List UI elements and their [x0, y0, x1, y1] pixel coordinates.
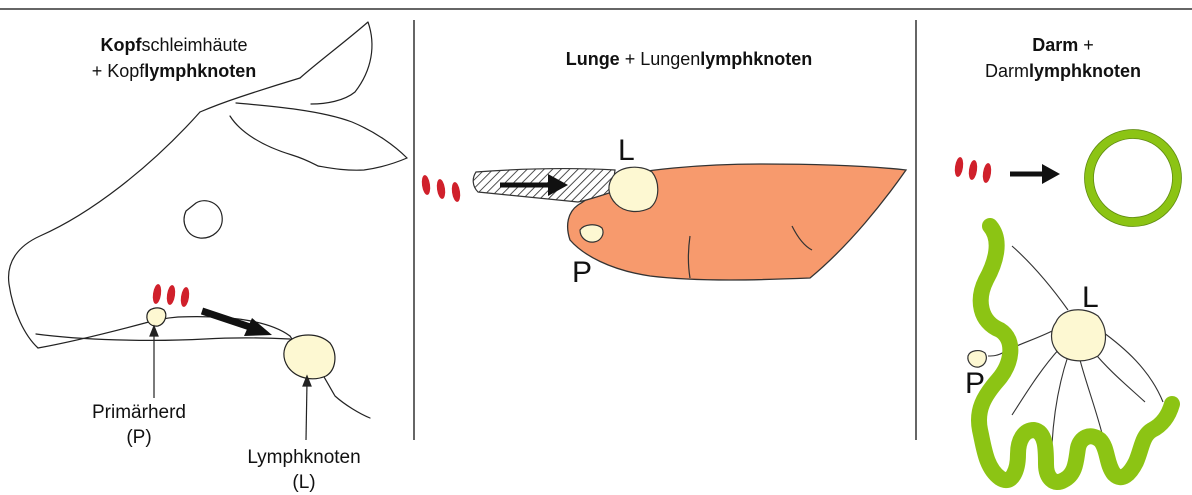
bacteria-gut — [954, 157, 993, 184]
gut-primary-focus — [968, 351, 986, 368]
lung-title: Lunge + Lungenlymphknoten — [566, 49, 813, 69]
panel-gut: Darm + Darmlymphknoten — [954, 35, 1182, 482]
panel-lung: Lunge + Lungenlymphknoten L P — [421, 49, 906, 289]
gut-primary-letter: P — [965, 367, 985, 400]
gut-lymph-node — [1052, 310, 1106, 361]
lymph-node-label: Lymphknoten — [247, 447, 360, 468]
gut-ring-edge-inner — [1094, 139, 1173, 218]
head-primary-focus — [147, 308, 166, 326]
gut-node-letter: L — [1082, 281, 1099, 314]
panel-head: Kopfschleimhäute + Kopflymphknoten — [9, 22, 407, 493]
lung-node-letter: L — [618, 134, 635, 167]
lung-lymph-node — [609, 167, 658, 211]
lung-primary-letter: P — [572, 256, 592, 289]
head-title-line2: + Kopflymphknoten — [92, 61, 257, 81]
primary-focus-abbr: (P) — [126, 427, 151, 448]
lymph-node-abbr: (L) — [292, 472, 315, 493]
cow-head-outline — [9, 22, 407, 418]
bacteria-lung — [421, 175, 462, 203]
gut-arrow — [1010, 164, 1060, 184]
gut-title-line2: Darmlymphknoten — [985, 61, 1141, 81]
head-lymph-node — [284, 335, 335, 379]
head-title-line1: Kopfschleimhäute — [100, 35, 247, 55]
gut-title-line1: Darm + — [1032, 35, 1094, 55]
bacteria-head — [152, 284, 191, 308]
primary-focus-label: Primärherd — [92, 402, 186, 423]
gut-cross-section — [1089, 134, 1177, 222]
